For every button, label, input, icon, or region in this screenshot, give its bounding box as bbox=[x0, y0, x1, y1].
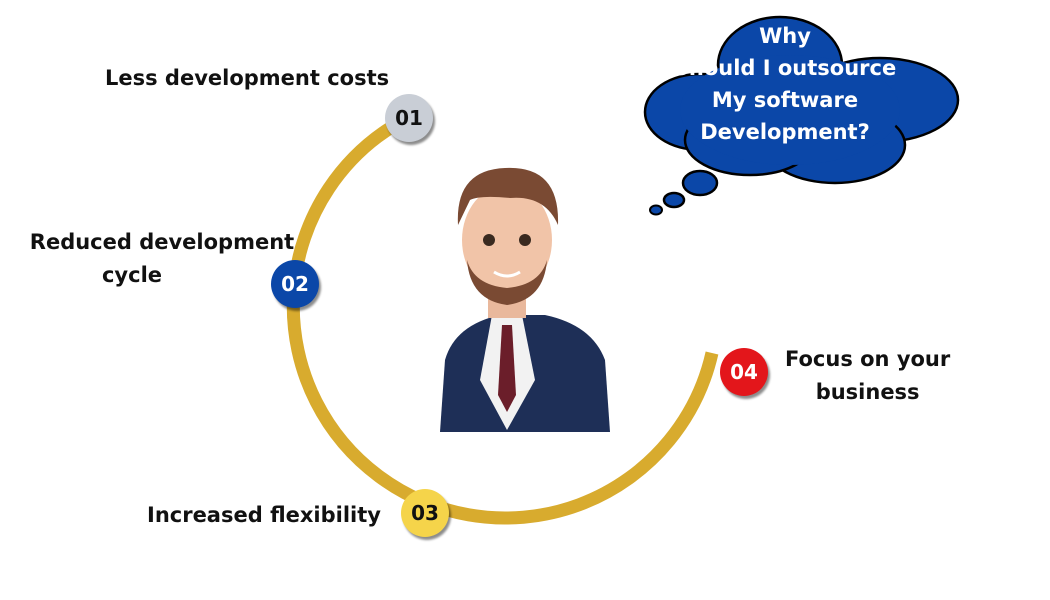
step-label-line: cycle bbox=[101, 263, 163, 287]
step-3-label: Increased flexibility bbox=[147, 499, 381, 532]
thought-line: Should I outsource bbox=[673, 56, 897, 80]
step-4-badge: 04 bbox=[720, 348, 768, 396]
step-2-label: Reduced development cycle bbox=[22, 226, 302, 292]
step-label-line: Less development costs bbox=[105, 66, 390, 90]
step-2-badge: 02 bbox=[271, 260, 319, 308]
step-label-line: business bbox=[815, 380, 920, 404]
thought-bubble-dot-medium bbox=[662, 191, 686, 209]
thought-bubble-text: Why Should I outsource My software Devel… bbox=[650, 20, 920, 148]
thought-cloud bbox=[643, 15, 960, 185]
step-1-badge: 01 bbox=[385, 94, 433, 142]
step-label-line: Increased flexibility bbox=[147, 503, 381, 527]
thought-line: Development? bbox=[700, 120, 870, 144]
thought-bubble-dot-large bbox=[681, 169, 719, 197]
step-1-label: Less development costs bbox=[105, 62, 389, 95]
step-label-line: Reduced development bbox=[29, 230, 295, 254]
step-3-badge: 03 bbox=[401, 489, 449, 537]
gold-arc bbox=[286, 116, 719, 525]
avatar-man-icon bbox=[440, 167, 610, 432]
thought-bubble-dot-small bbox=[649, 204, 663, 216]
thought-line: My software bbox=[711, 88, 859, 112]
thought-line: Why bbox=[759, 24, 811, 48]
step-label-line: Focus on your bbox=[785, 347, 951, 371]
step-4-label: Focus on your business bbox=[785, 343, 950, 409]
